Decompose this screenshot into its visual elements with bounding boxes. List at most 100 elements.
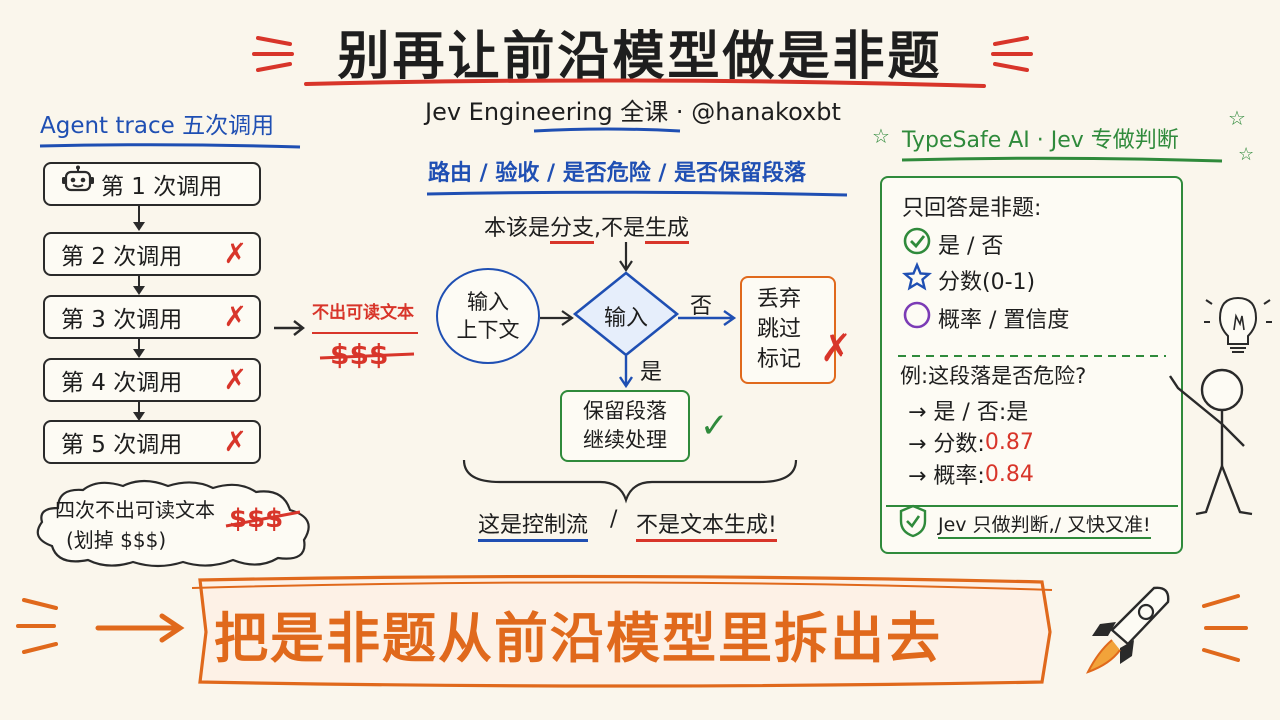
decision-diamond bbox=[572, 270, 680, 362]
rocket-icon bbox=[1070, 578, 1180, 692]
connector-arrow bbox=[133, 349, 145, 358]
option-yesno: 是 / 否 bbox=[902, 226, 1003, 262]
star-icon: ☆ bbox=[872, 124, 890, 148]
title-underline bbox=[300, 76, 990, 96]
call-label-1: 第 1 次调用 bbox=[101, 174, 223, 200]
footer-separator: / bbox=[610, 507, 618, 532]
connector-arrow bbox=[133, 286, 145, 295]
subtitle-underline bbox=[532, 120, 682, 139]
answer-panel bbox=[880, 176, 1183, 554]
example-row-2: → 分数: 0.87 bbox=[908, 426, 1034, 458]
example-2-label: → 分数: bbox=[908, 432, 985, 457]
input-line2: 上下文 bbox=[456, 318, 520, 342]
control-flow-text: 这是控制流 bbox=[478, 507, 589, 542]
shield-check-icon bbox=[898, 504, 928, 542]
call-box-5: 第 5 次调用 ✗ bbox=[43, 420, 261, 464]
star-icon: ☆ bbox=[1238, 144, 1255, 165]
cross-icon: ✗ bbox=[223, 363, 247, 396]
cloud-text-2: (划掉 $$$) bbox=[66, 528, 167, 552]
right-heading-underline bbox=[900, 150, 1225, 169]
example-row-3: → 概率: 0.84 bbox=[908, 458, 1034, 490]
cross-icon: ✗ bbox=[223, 300, 247, 333]
input-line1: 输入 bbox=[467, 290, 509, 314]
example-1-label: → 是 / 否: bbox=[908, 400, 1007, 425]
cloud-note bbox=[28, 478, 328, 574]
right-heading: TypeSafe AI · Jev 专做判断 bbox=[902, 128, 1179, 153]
subtitle: Jev Engineering 全课 · @hanakoxbt bbox=[425, 98, 841, 126]
connector bbox=[138, 276, 140, 288]
left-heading-underline bbox=[38, 136, 303, 155]
option-score: 分数(0-1) bbox=[901, 261, 1036, 298]
title-decor-right bbox=[985, 28, 1035, 82]
tagline-generate: 生成 bbox=[645, 216, 690, 244]
calls-to-flow-arrow bbox=[272, 318, 308, 342]
connector bbox=[138, 402, 140, 414]
not-text-generation-text: 不是文本生成! bbox=[636, 507, 777, 542]
center-heading-underline bbox=[425, 184, 850, 203]
discard-line2: 跳过 bbox=[756, 317, 801, 342]
banner-decor-left bbox=[10, 582, 190, 676]
option-prob-label: 概率 / 置信度 bbox=[938, 308, 1070, 333]
flow-lines bbox=[430, 238, 850, 522]
keep-box: 保留段落 继续处理 bbox=[560, 390, 690, 462]
no-label: 否 bbox=[690, 294, 713, 319]
example-3-value: 0.84 bbox=[984, 461, 1034, 487]
example-row-1: → 是 / 否: 是 bbox=[908, 394, 1028, 426]
call-box-2: 第 2 次调用 ✗ bbox=[43, 232, 261, 276]
mid-label-underline bbox=[310, 322, 422, 341]
banner-text: 把是非题从前沿模型里拆出去 bbox=[214, 607, 942, 670]
keep-line1: 保留段落 bbox=[583, 399, 667, 423]
option-score-label: 分数(0-1) bbox=[938, 270, 1036, 295]
lightbulb-icon bbox=[1204, 284, 1272, 353]
discard-cross-icon: ✗ bbox=[820, 326, 852, 370]
star-outline-icon bbox=[901, 261, 938, 298]
discard-line3: 标记 bbox=[756, 347, 801, 372]
panel-divider-bottom bbox=[884, 494, 1180, 513]
no-readable-text-label: 不出可读文本 bbox=[312, 303, 414, 323]
example-1-value: 是 bbox=[1006, 400, 1029, 425]
answer-label: 只回答是非题: bbox=[902, 196, 1042, 221]
call-label-5: 第 5 次调用 bbox=[61, 432, 183, 458]
call-box-3: 第 3 次调用 ✗ bbox=[43, 295, 261, 339]
discard-line1: 丢弃 bbox=[756, 287, 801, 312]
cloud-text-1: 四次不出可读文本 bbox=[55, 498, 215, 522]
mid-dollars-strike bbox=[318, 340, 418, 374]
example-2-value: 0.87 bbox=[984, 429, 1034, 455]
connector bbox=[138, 339, 140, 351]
connector bbox=[138, 206, 140, 224]
tagline-branch: 分支 bbox=[550, 216, 595, 244]
left-heading: Agent trace 五次调用 bbox=[40, 113, 275, 139]
cloud-strike bbox=[224, 504, 304, 538]
center-heading: 路由 / 验收 / 是否危险 / 是否保留段落 bbox=[428, 161, 807, 186]
discard-box: 丢弃 跳过 标记 bbox=[740, 276, 836, 384]
input-context-node: 输入 上下文 bbox=[436, 268, 540, 364]
call-label-3: 第 3 次调用 bbox=[61, 307, 183, 333]
cross-icon: ✗ bbox=[223, 237, 247, 270]
panel-divider bbox=[896, 344, 1168, 363]
title-decor-left bbox=[250, 28, 300, 82]
decision-label: 输入 bbox=[603, 306, 648, 331]
check-circle-icon bbox=[902, 226, 938, 262]
stick-figure-illustration bbox=[1160, 284, 1275, 524]
page-title: 别再让前沿模型做是非题 bbox=[337, 27, 943, 87]
example-3-label: → 概率: bbox=[908, 464, 985, 489]
star-icon: ☆ bbox=[1228, 106, 1246, 130]
example-question: 例:这段落是否危险? bbox=[900, 364, 1087, 388]
check-icon: ✓ bbox=[700, 406, 729, 446]
option-yesno-label: 是 / 否 bbox=[938, 234, 1004, 259]
yes-label: 是 bbox=[640, 360, 663, 385]
call-box-1: 第 1 次调用 bbox=[43, 162, 261, 206]
tagline: 本该是分支,不是生成 bbox=[484, 210, 690, 244]
panel-footer: Jev 只做判断,/ 又快又准! bbox=[938, 510, 1151, 539]
banner-decor-right bbox=[1190, 582, 1270, 676]
banner-frame bbox=[180, 572, 1060, 696]
circle-icon bbox=[902, 300, 938, 336]
tagline-a: 本该是 bbox=[484, 216, 551, 241]
tagline-c: ,不是 bbox=[594, 216, 646, 241]
keep-line2: 继续处理 bbox=[583, 428, 667, 452]
cross-icon: ✗ bbox=[223, 425, 247, 458]
call-box-4: 第 4 次调用 ✗ bbox=[43, 358, 261, 402]
connector-arrow bbox=[133, 412, 145, 421]
call-label-4: 第 4 次调用 bbox=[61, 370, 183, 396]
call-label-2: 第 2 次调用 bbox=[61, 244, 183, 270]
